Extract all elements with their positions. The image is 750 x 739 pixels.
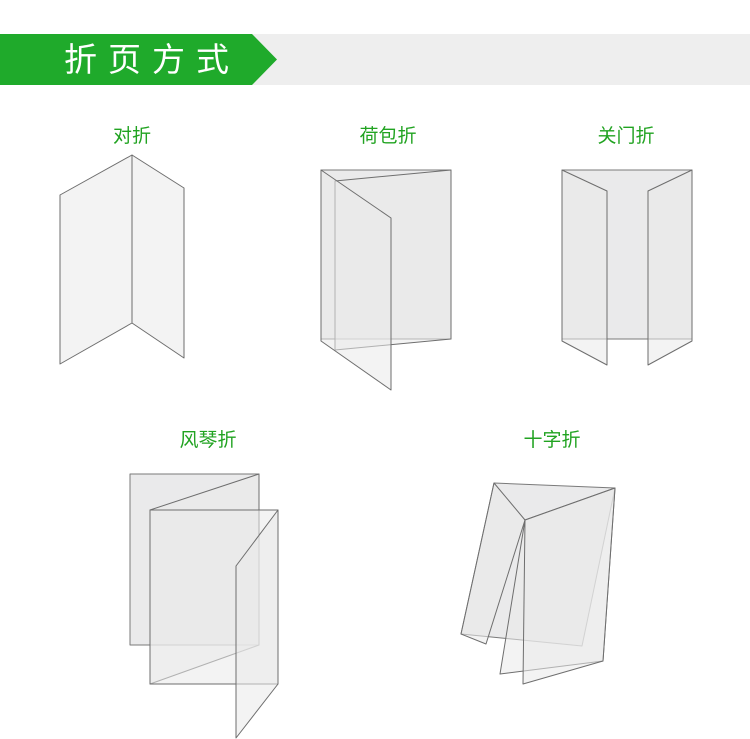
banner-arrow-shape [0,34,277,85]
label-accordion-fold: 风琴折 [179,429,237,451]
section-banner: 折页方式 [0,34,277,85]
label-gate-fold: 关门折 [597,125,655,147]
label-roll-fold: 荷包折 [359,125,417,147]
section-title: 折页方式 [64,40,240,79]
label-cross-fold: 十字折 [523,429,581,451]
label-bifold: 对折 [112,125,151,147]
